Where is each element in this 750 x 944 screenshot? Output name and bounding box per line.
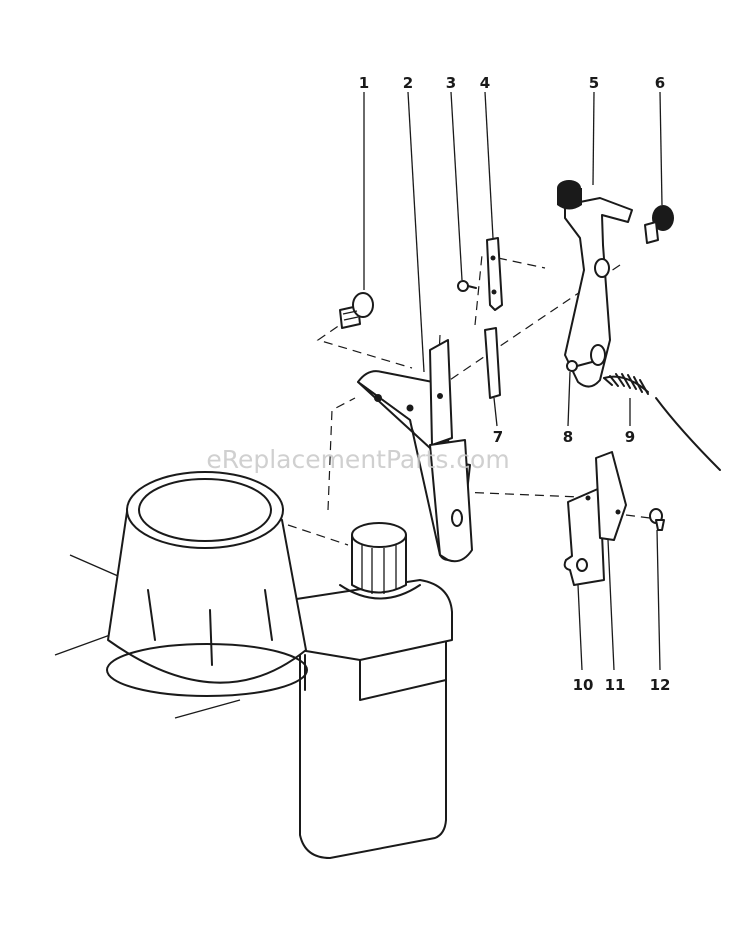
callout-6: 6 [655,74,665,92]
screw-part-1 [339,292,374,329]
fuel-cap [339,522,421,600]
bolt-part-6 [644,205,674,244]
callout-12: 12 [650,676,671,694]
spring-part-9 [603,373,721,471]
callout-1: 1 [359,74,369,92]
callout-7: 7 [493,428,503,446]
callout-4: 4 [480,74,490,92]
callout-9: 9 [625,428,635,446]
screw-part-3 [457,280,477,292]
clip-plate-part-10 [563,487,605,586]
callout-11: 11 [605,676,626,694]
callout-labels: 1 2 3 4 5 6 7 8 9 10 11 12 [359,74,671,694]
mounting-bracket [357,339,473,563]
watermark: eReplacementParts.com [206,445,509,474]
screw-part-12 [649,508,665,531]
callout-5: 5 [589,74,599,92]
pin-part-8 [566,360,593,372]
throttle-lever [557,180,633,388]
callout-8: 8 [563,428,573,446]
callout-stems [363,91,663,671]
callout-2: 2 [403,74,413,92]
cover-plate-part-11 [595,451,627,541]
callout-10: 10 [573,676,594,694]
callout-3: 3 [446,74,456,92]
engine-assembly [54,471,453,859]
fuel-tank [299,609,447,859]
link-plate [484,237,503,399]
